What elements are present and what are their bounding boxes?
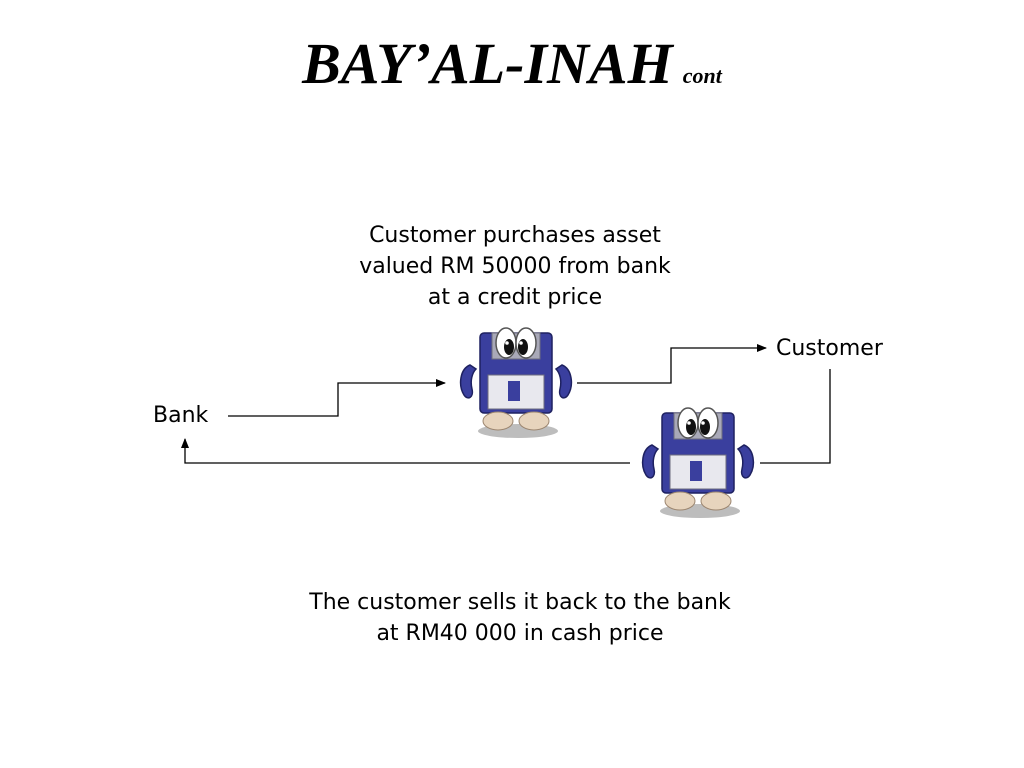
slide-title: BAY’AL-INAH cont (0, 30, 1024, 97)
sellback-caption: The customer sells it back to the bank a… (280, 587, 760, 649)
asset-to-customer-arrow (577, 344, 767, 384)
asset-to-bank-arrow (181, 438, 630, 464)
customer-to-asset-line (760, 369, 831, 464)
purchase-caption: Customer purchases asset valued RM 50000… (300, 220, 730, 313)
purchase-caption-line: Customer purchases asset (369, 223, 661, 248)
purchase-caption-line: at a credit price (427, 285, 603, 310)
sellback-caption-line: at RM40 000 in cash price (376, 621, 664, 646)
sellback-caption-line: The customer sells it back to the bank (309, 590, 731, 615)
title-suffix: cont (682, 63, 722, 88)
title-text: BAY’AL-INAH (302, 31, 673, 96)
floppy-disk-mascot-icon (459, 327, 573, 439)
floppy-disk-mascot-icon (641, 407, 755, 519)
customer-label: Customer (776, 336, 883, 361)
purchase-caption-line: valued RM 50000 from bank (359, 254, 671, 279)
bank-label: Bank (153, 403, 209, 428)
bank-to-asset-arrow (228, 379, 446, 417)
